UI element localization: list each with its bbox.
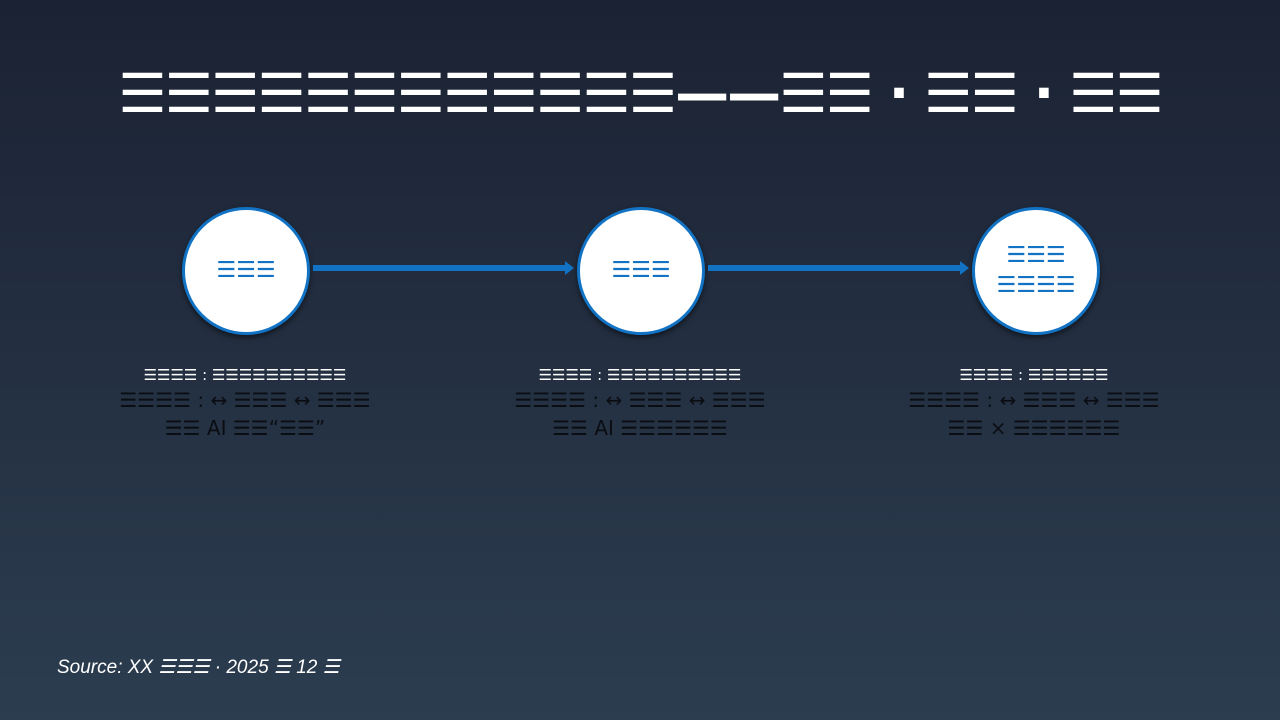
stage-label: ☰☰☰	[611, 258, 671, 283]
source-note: Source: XX ☰☰☰ · 2025 ☰ 12 ☰	[57, 657, 340, 678]
caption-line: ☰☰☰☰ : ☰☰☰☰☰☰☰☰☰☰	[143, 366, 347, 384]
stage-label: ☰☰☰	[216, 258, 276, 283]
stage-caption-1: ☰☰☰☰ : ☰☰☰☰☰☰☰☰☰☰ ☰☰☰☰ : ↔ ☰☰☰ ↔ ☰☰☰ ☰☰ …	[95, 364, 395, 442]
caption-line: ☰☰☰☰ : ☰☰☰☰☰☰	[959, 366, 1109, 384]
caption-line: ☰☰ × ☰☰☰☰☰☰	[947, 416, 1121, 440]
arrow-right-icon	[708, 261, 969, 275]
stage-label: ☰☰☰	[1006, 243, 1066, 268]
stage-label: ☰☰☰☰	[996, 273, 1076, 298]
stage-caption-3: ☰☰☰☰ : ☰☰☰☰☰☰ ☰☰☰☰ : ↔ ☰☰☰ ↔ ☰☰☰ ☰☰ × ☰☰…	[884, 364, 1184, 442]
arrow-right-icon	[313, 261, 574, 275]
caption-line: ☰☰ AI ☰☰“☰☰”	[164, 416, 326, 440]
caption-line: ☰☰☰☰ : ↔ ☰☰☰ ↔ ☰☰☰	[908, 388, 1160, 412]
slide-title: ☰☰☰☰☰☰☰☰☰☰☰☰——☰☰ · ☰☰ · ☰☰	[118, 62, 1164, 125]
stage-node-3: ☰☰☰ ☰☰☰☰	[972, 207, 1100, 335]
caption-line: ☰☰ AI ☰☰☰☰☰☰	[552, 416, 728, 440]
caption-line: ☰☰☰☰ : ↔ ☰☰☰ ↔ ☰☰☰	[119, 388, 371, 412]
stage-node-2: ☰☰☰	[577, 207, 705, 335]
caption-line: ☰☰☰☰ : ↔ ☰☰☰ ↔ ☰☰☰	[514, 388, 766, 412]
caption-line: ☰☰☰☰ : ☰☰☰☰☰☰☰☰☰☰	[538, 366, 742, 384]
stage-node-1: ☰☰☰	[182, 207, 310, 335]
stage-caption-2: ☰☰☰☰ : ☰☰☰☰☰☰☰☰☰☰ ☰☰☰☰ : ↔ ☰☰☰ ↔ ☰☰☰ ☰☰ …	[490, 364, 790, 442]
